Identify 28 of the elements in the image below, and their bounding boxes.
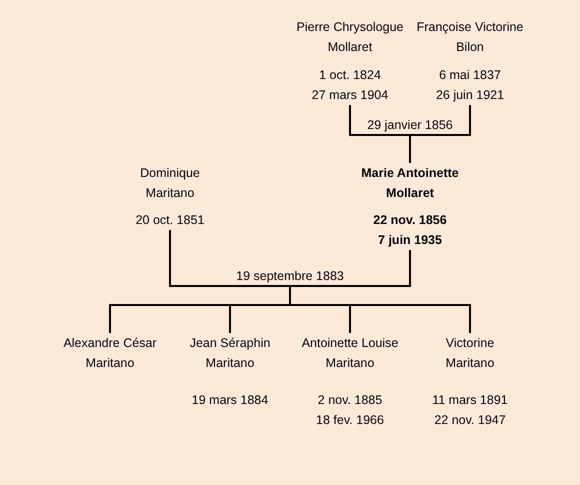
life-date: 22 nov. 1947: [434, 412, 506, 429]
person-name: Jean Séraphin Maritano: [188, 335, 272, 372]
life-date: 20 oct. 1851: [136, 212, 204, 229]
person-name: Dominique Maritano: [139, 165, 201, 202]
life-date: 18 fev. 1966: [316, 412, 384, 429]
family-line: [169, 230, 290, 287]
person-name: Antoinette Louise Maritano: [300, 335, 400, 372]
person-name: Alexandre César Maritano: [62, 335, 158, 372]
person-name: Marie Antoinette Mollaret: [360, 165, 460, 202]
family-line: [290, 250, 411, 287]
life-date: 27 mars 1904: [312, 87, 388, 104]
person-name: Françoise Victorine Bilon: [416, 19, 524, 56]
family-line: [349, 105, 410, 136]
marriage-date: 19 septembre 1883: [228, 266, 352, 286]
family-line: [410, 105, 471, 136]
life-date: 26 juin 1921: [436, 87, 504, 104]
person-name: Pierre Chrysologue Mollaret: [296, 19, 404, 56]
life-date: 6 mai 1837: [439, 67, 501, 84]
life-date: 22 nov. 1856: [373, 212, 447, 229]
life-date: 19 mars 1884: [192, 392, 268, 409]
life-date: 2 nov. 1885: [318, 392, 382, 409]
marriage-date: 29 janvier 1856: [358, 115, 462, 135]
person-name: Victorine Maritano: [444, 335, 496, 372]
family-line: [289, 286, 471, 333]
life-date: 7 juin 1935: [378, 232, 442, 249]
life-date: 1 oct. 1824: [319, 67, 381, 84]
life-date: 11 mars 1891: [432, 392, 508, 409]
family-line: [409, 135, 411, 163]
